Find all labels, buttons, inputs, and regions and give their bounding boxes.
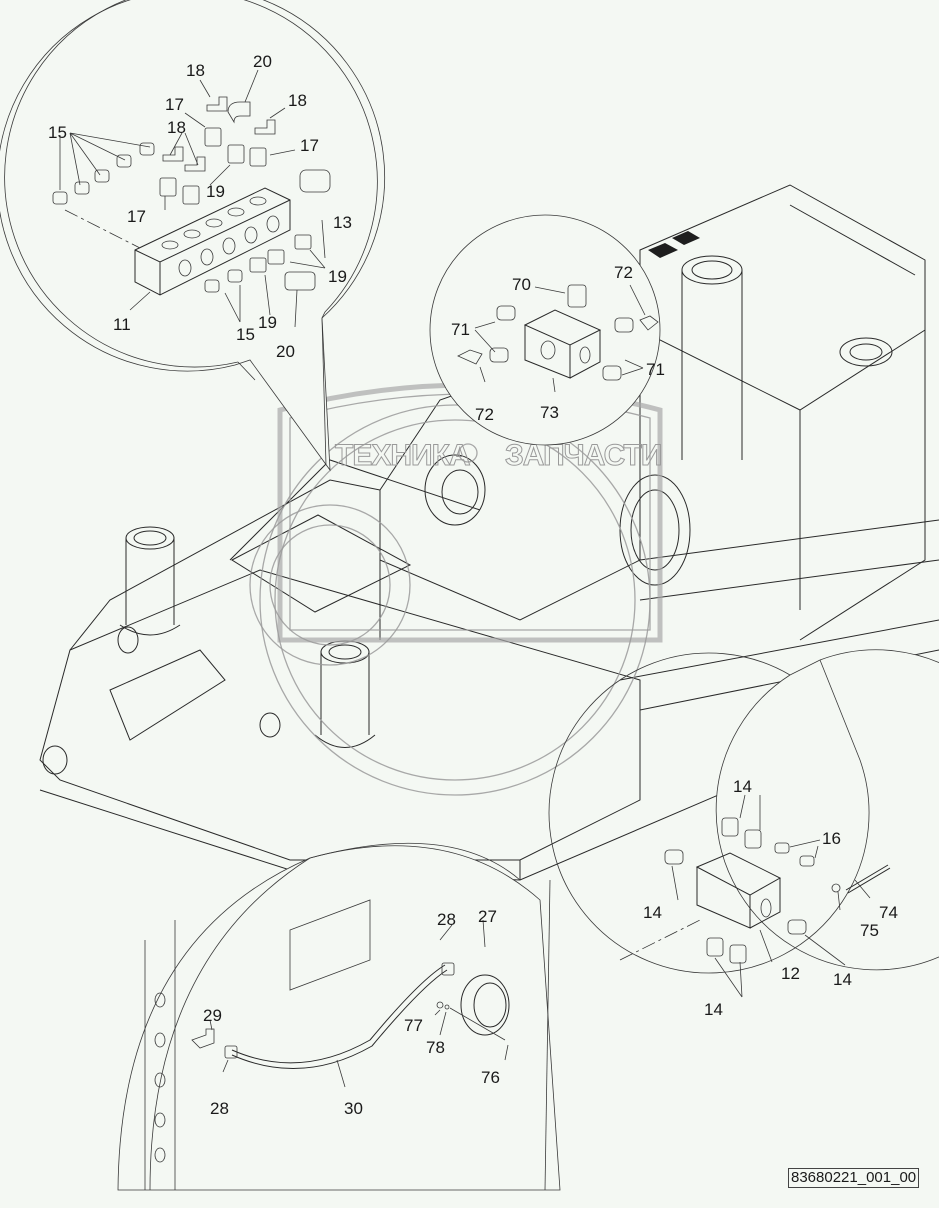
callout-28: 28 [437,910,456,929]
detail-hose-bottom: 29 28 27 77 78 76 28 30 [117,842,561,1191]
drawing-number: 83680221_001_00 [788,1168,920,1188]
callout-29: 29 [203,1006,222,1025]
callout-14: 14 [643,903,662,922]
callout-18: 18 [186,61,205,80]
callout-19: 19 [258,313,277,332]
detail-manifold-top-left: 15 18 20 18 17 18 17 19 17 13 19 11 19 1… [0,0,386,472]
callout-20: 20 [253,52,272,71]
callout-15: 15 [236,325,255,344]
callout-19: 19 [206,182,225,201]
detail-block-right: 14 16 14 74 75 14 12 14 [548,649,939,1019]
callout-78: 78 [426,1038,445,1057]
callout-73: 73 [540,403,559,422]
callout-17: 17 [300,136,319,155]
callout-75: 75 [860,921,879,940]
callout-28: 28 [210,1099,229,1118]
callout-72: 72 [614,263,633,282]
callout-14: 14 [833,970,852,989]
watermark: ТЕХНИКА ЗАПЧАСТИ [249,382,663,796]
callout-72: 72 [475,405,494,424]
callout-15: 15 [48,123,67,142]
callout-30: 30 [344,1099,363,1118]
callout-19: 19 [328,267,347,286]
callout-13: 13 [333,213,352,232]
callout-17: 17 [165,95,184,114]
callout-77: 77 [404,1016,423,1035]
callout-76: 76 [481,1068,500,1087]
callout-71: 71 [451,320,470,339]
callout-74: 74 [879,903,898,922]
callout-27: 27 [478,907,497,926]
callout-17: 17 [127,207,146,226]
callout-14: 14 [704,1000,723,1019]
callout-71: 71 [646,360,665,379]
callout-18: 18 [288,91,307,110]
callout-18: 18 [167,118,186,137]
callout-20: 20 [276,342,295,361]
callout-70: 70 [512,275,531,294]
callout-16: 16 [822,829,841,848]
callout-12: 12 [781,964,800,983]
callout-14: 14 [733,777,752,796]
watermark-left-text: ТЕХНИКА [335,439,470,472]
callout-11: 11 [113,315,131,334]
detail-block-center: 70 72 71 71 72 73 [429,214,665,446]
